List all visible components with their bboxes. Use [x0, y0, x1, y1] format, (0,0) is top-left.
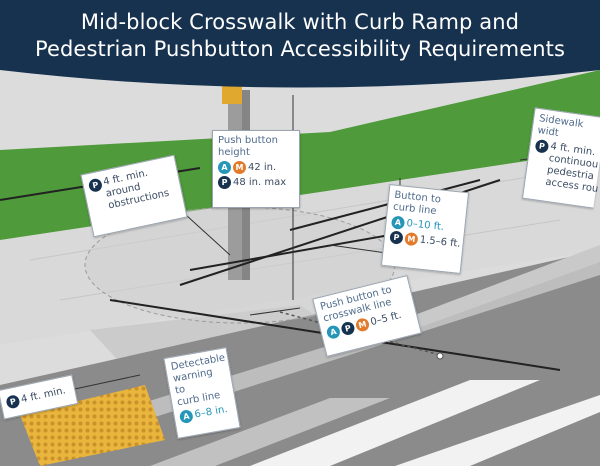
detectable-warning-pad [20, 385, 165, 466]
badge-m: M [404, 231, 419, 247]
crosswalk-stripe [250, 380, 540, 466]
badge-a: A [325, 324, 342, 340]
curb-distance-pm: 1.5–6 ft. [419, 234, 462, 250]
warning-distance: 6–8 in. [193, 403, 229, 421]
height-value-p: 48 in. max [233, 176, 287, 188]
title-line-2: Pedestrian Pushbutton Accessibility Requ… [34, 37, 566, 61]
title-banner [0, 0, 600, 88]
height-value-am: 42 in. [248, 161, 277, 173]
badge-p: P [340, 320, 356, 337]
title-text-block: Mid-block Crosswalk with Curb Ramp and P… [0, 0, 600, 63]
callout-heading: height [218, 147, 250, 158]
badge-m: M [354, 316, 371, 333]
badge-p: P [534, 138, 550, 154]
crosswalk-stripe [395, 395, 600, 466]
callout-sidewalk-width: Sidewalk widt P 4 ft. min. continuou ped… [521, 107, 600, 209]
measure-point [436, 352, 444, 360]
curb-top [375, 245, 600, 340]
badge-p: P [218, 176, 231, 189]
clearance-value: 4 ft. min. [20, 384, 67, 405]
dotted-measure-line [279, 311, 441, 356]
badge-p: P [87, 177, 104, 193]
title-line-1: Mid-block Crosswalk with Curb Ramp and [80, 10, 520, 34]
badge-p: P [389, 230, 404, 245]
badge-a: A [390, 215, 406, 230]
callout-push-button-height: Push button height A M 42 in. P 48 in. m… [212, 130, 300, 208]
curb-distance-a: 0–10 ft. [405, 217, 445, 233]
callout-heading: Push button [218, 135, 278, 146]
badge-a: A [178, 409, 194, 425]
badge-a: A [218, 161, 231, 174]
badge-m: M [233, 161, 246, 174]
badge-p: P [5, 394, 21, 410]
crosswalk-stripe [150, 398, 390, 466]
callout-button-to-curb: Button to curb line A 0–10 ft. P M 1.5–6… [380, 184, 470, 274]
pushbutton-housing [222, 86, 242, 104]
